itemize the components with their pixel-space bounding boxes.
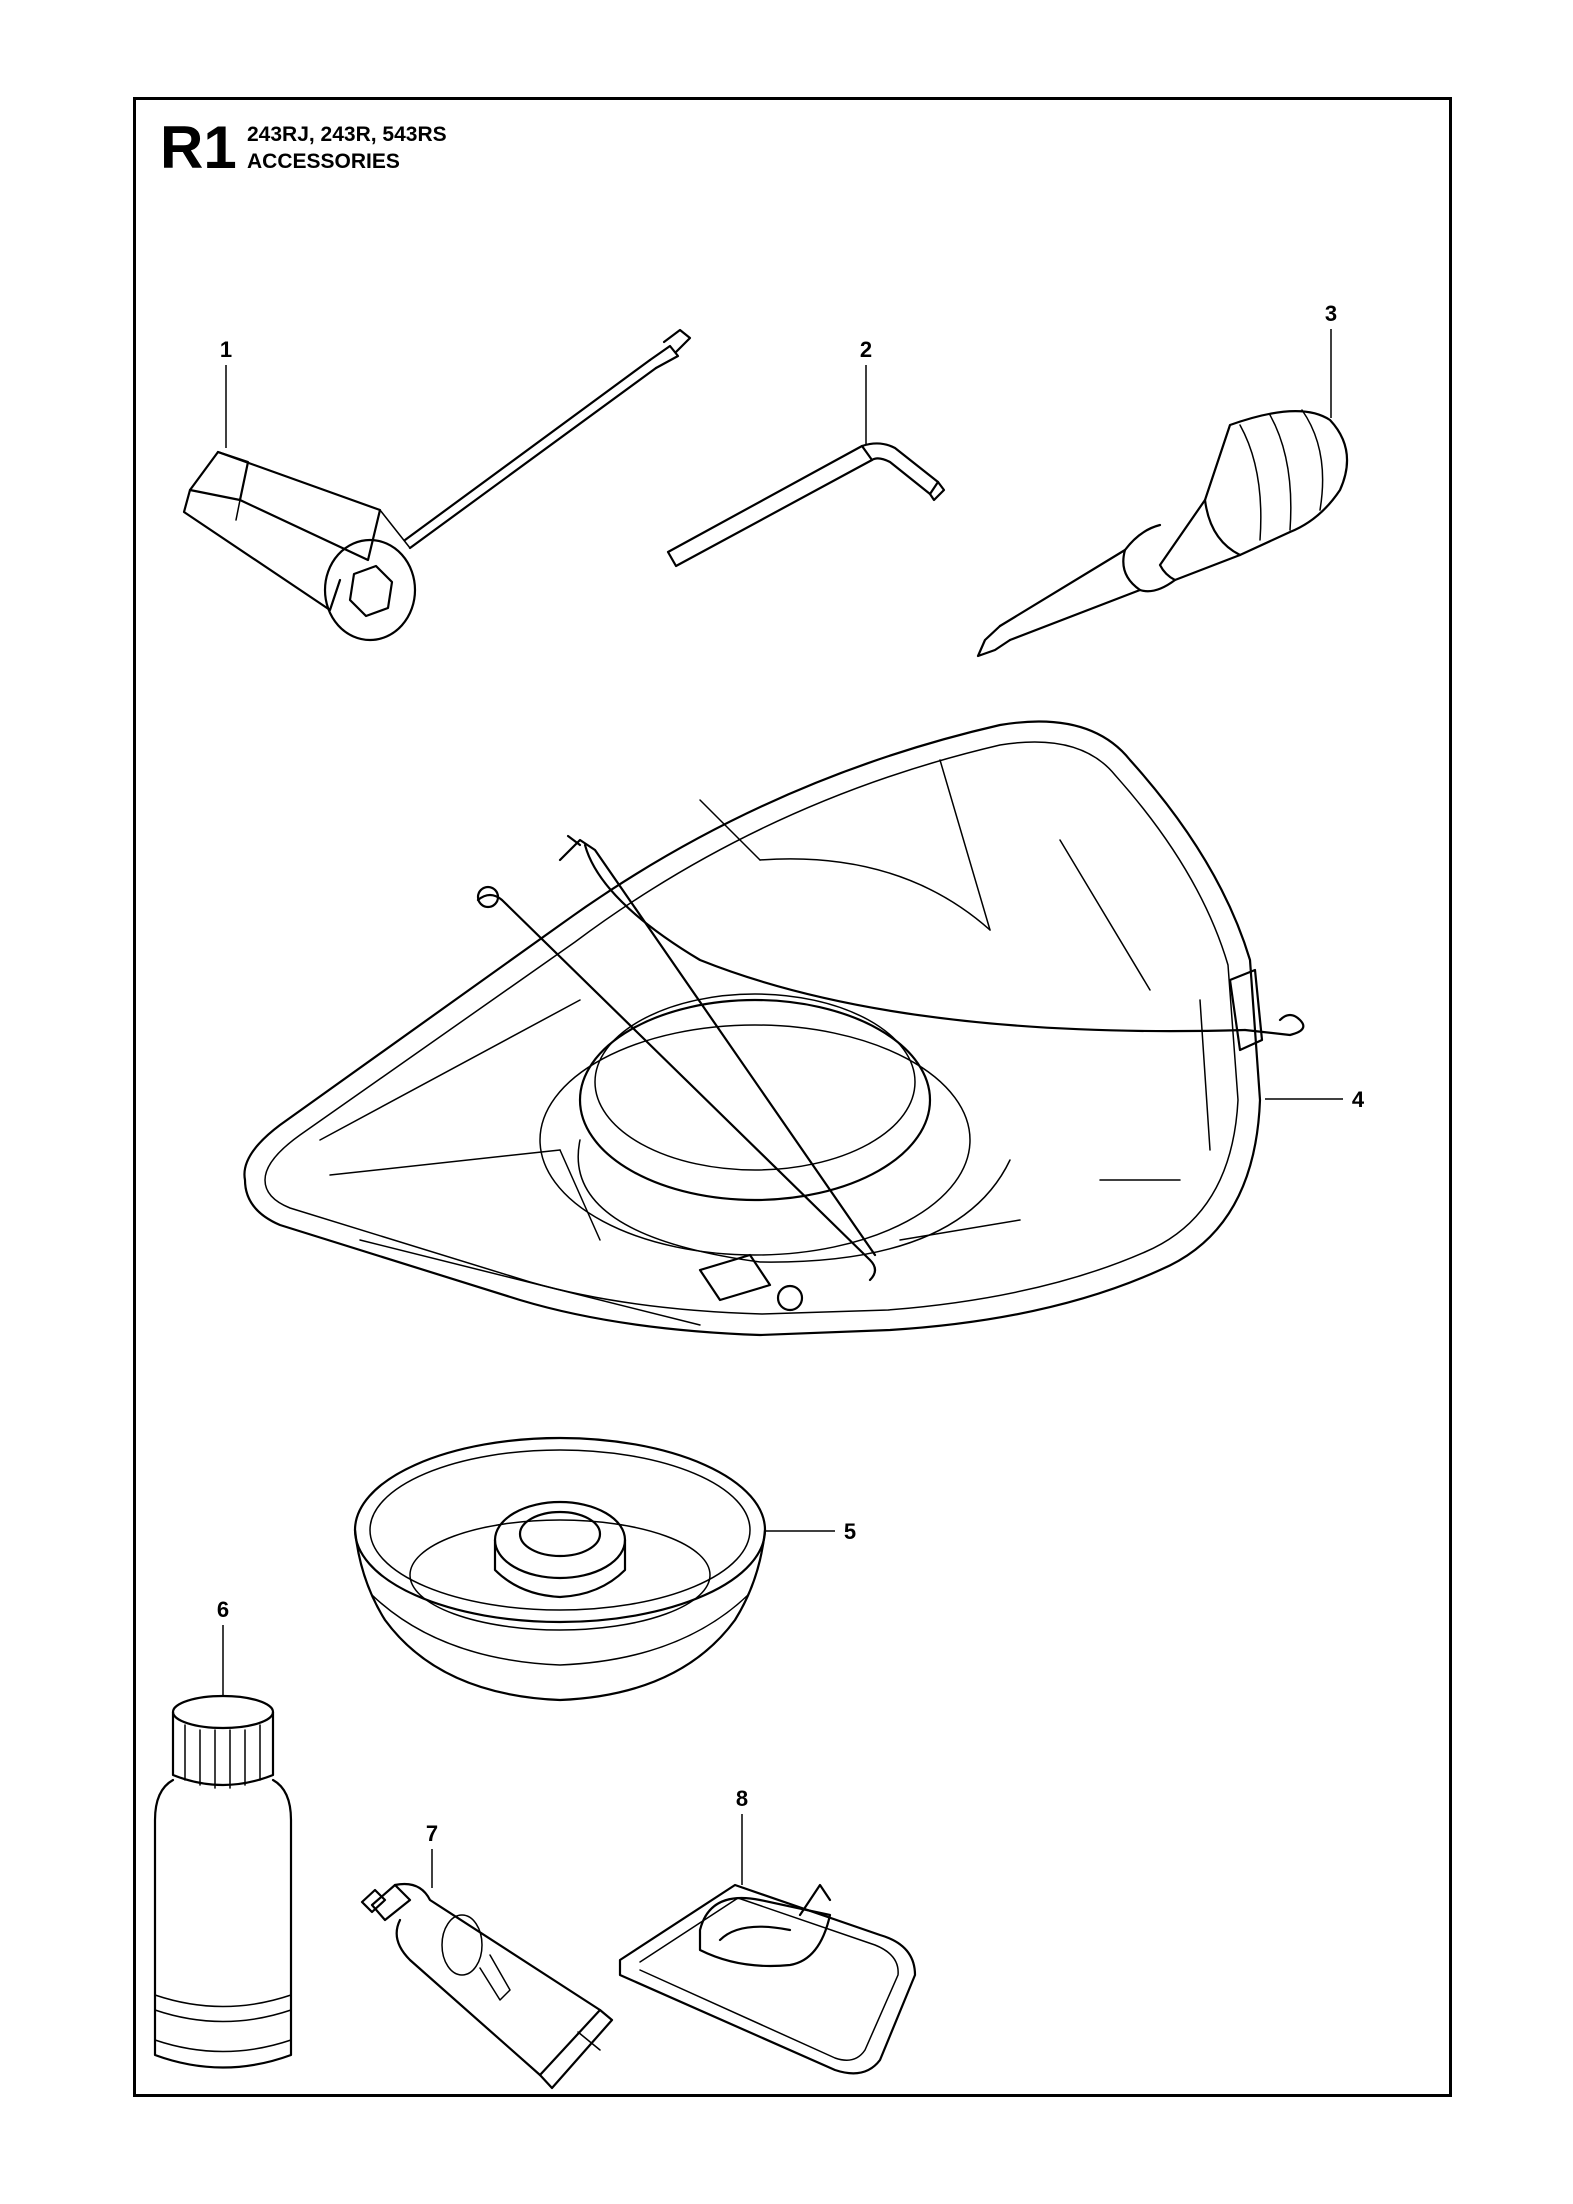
callout-1-label: 1 bbox=[220, 337, 232, 362]
section-title: ACCESSORIES bbox=[247, 150, 400, 173]
page-code: R1 bbox=[160, 114, 237, 181]
part-4-blade-guard bbox=[243, 720, 1305, 1337]
callout-2: 2 bbox=[860, 337, 872, 445]
callout-5-label: 5 bbox=[844, 1519, 856, 1544]
callout-6: 6 bbox=[217, 1597, 229, 1696]
callout-3-label: 3 bbox=[1325, 301, 1337, 326]
callout-8-label: 8 bbox=[736, 1786, 748, 1811]
callout-6-label: 6 bbox=[217, 1597, 229, 1622]
callout-4: 4 bbox=[1265, 1087, 1365, 1112]
callout-4-label: 4 bbox=[1352, 1087, 1365, 1112]
callout-3: 3 bbox=[1325, 301, 1337, 418]
part-7-grease-tube bbox=[360, 1882, 614, 2090]
part-3-screwdriver bbox=[976, 409, 1349, 658]
callout-7: 7 bbox=[426, 1821, 438, 1888]
part-6-oil-bottle bbox=[153, 1694, 293, 2069]
model-list: 243RJ, 243R, 543RS bbox=[247, 123, 447, 146]
page-frame bbox=[133, 97, 1452, 2097]
callout-2-label: 2 bbox=[860, 337, 872, 362]
part-5-support-cup bbox=[353, 1436, 767, 1702]
callout-7-label: 7 bbox=[426, 1821, 438, 1846]
part-1-combination-spanner bbox=[182, 328, 692, 642]
callout-8: 8 bbox=[736, 1786, 748, 1885]
callout-1: 1 bbox=[220, 337, 232, 448]
part-8-strap-bag bbox=[618, 1883, 917, 2075]
part-2-hex-key bbox=[666, 442, 946, 568]
callout-5: 5 bbox=[765, 1519, 856, 1544]
